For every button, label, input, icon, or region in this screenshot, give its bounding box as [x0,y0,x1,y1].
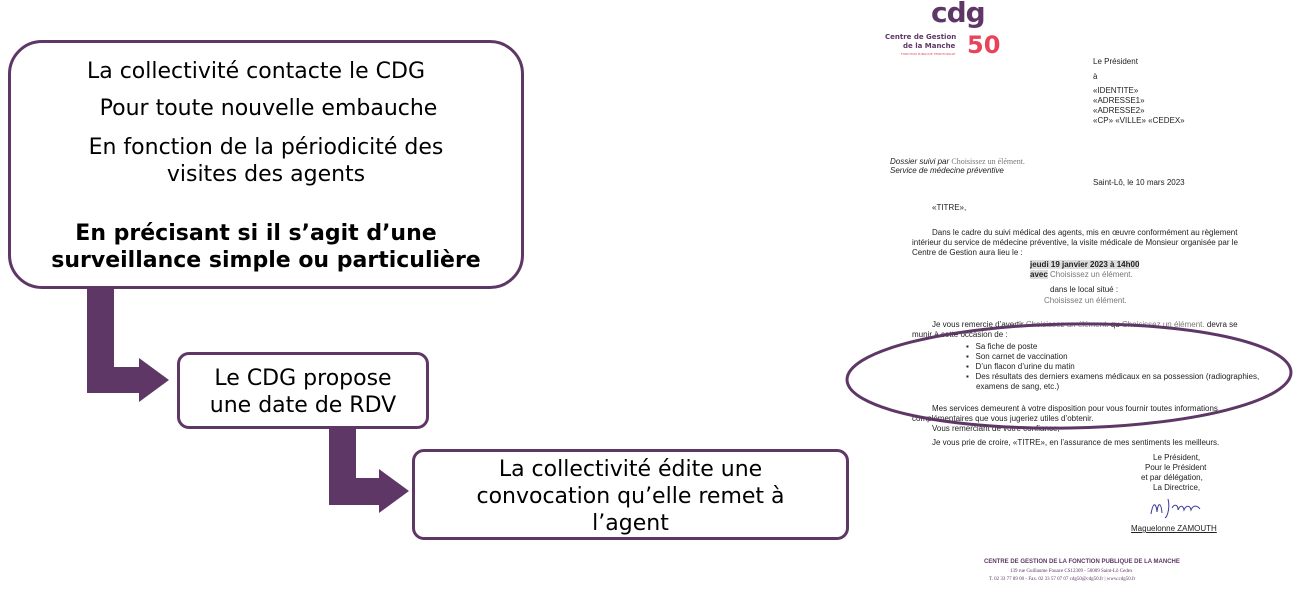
list-item: ▪ D’un flacon d’urine du matin [966,362,1075,371]
step-text: La collectivité édite une [498,457,763,482]
list-item: ▪ Son carnet de vaccination [966,352,1068,361]
paragraph-line: Mes services demeurent à votre dispositi… [932,404,1218,413]
recipient-line: «ADRESSE1» [1093,96,1145,105]
with-line: avec Choisissez un élément. [1030,270,1133,279]
step-contact-cdg: La collectivité contacte le CDG Pour tou… [8,40,524,289]
recipient-line: «IDENTITE» [1093,86,1139,95]
step-text: une date de RDV [209,393,397,418]
step-text: visites des agents [166,162,366,187]
paragraph-line: complémentaires que vous jugeriez utiles… [912,414,1094,423]
place-date: Saint-Lô, le 10 mars 2023 [1093,178,1185,187]
step-text: l’agent [592,511,669,536]
step-text: Pour toute nouvelle embauche [99,96,438,121]
step-text: La collectivité contacte le CDG [86,59,425,84]
to: à [1093,72,1098,81]
location-label: dans le local situé : [1050,285,1119,294]
cdg50-logo: cdg 50 Centre de Gestion de la Manche FO… [885,0,1001,60]
appointment-date: jeudi 19 janvier 2023 à 14h00 [1030,260,1140,269]
step-collectivity-issues-notice: La collectivité édite une convocation qu… [412,449,849,540]
paragraph-line: Dans le cadre du suivi médical des agent… [932,228,1238,237]
step-text: Le CDG propose [214,366,392,391]
location-value: Choisissez un élément. [1044,296,1127,305]
step-bold-text: surveillance simple ou particulière [51,248,481,273]
sender: Le Président [1093,57,1138,66]
logo-text: de la Manche [903,42,956,50]
salutation: «TITRE», [932,203,967,212]
signature-block-line: et par délégation, [1141,473,1203,482]
list-item-continuation: examens de sang, etc.) [976,382,1060,391]
logo-text: Centre de Gestion [885,33,957,41]
list-item: ▪ Sa fiche de poste [966,342,1038,351]
dossier-line: Dossier suivi par Choisissez un élément. [890,157,1025,166]
footer-title: CENTRE DE GESTION DE LA FONCTION PUBLIQU… [984,559,1180,565]
closing: Je vous prie de croire, «TITRE», en l’as… [932,438,1220,447]
footer-contact: T. 02 33 77 89 00 - Fax. 02 33 57 07 07 … [989,577,1136,582]
paragraph-line: Vous remerciant de votre confiance, [932,424,1060,433]
footer-address: 139 rue Guillaume Fouace CS12309 - 50009… [1010,569,1133,574]
signature-block-line: Le Président, [1153,453,1201,462]
recipient-line: «CP» «VILLE» «CEDEX» [1093,116,1185,125]
step-cdg-proposes-date: Le CDG propose une date de RDV [177,352,429,429]
list-item: ▪ Des résultats des derniers examens méd… [966,372,1260,381]
logo-mark-50: 50 [967,31,1001,59]
paragraph-line: Je vous remercie d’avertir Choisissez un… [932,320,1238,329]
paragraph-line: Centre de Gestion aura lieu le : [912,248,1023,257]
service-line: Service de médecine préventive [890,166,1004,175]
handwritten-signature [1150,498,1201,519]
recipient-line: «ADRESSE2» [1093,106,1145,115]
signer-name: Maguelonne ZAMOUTH [1131,524,1217,533]
logo-text: FONCTION PUBLIQUE TERRITORIALE [901,52,956,56]
step-text: En fonction de la périodicité des [88,135,444,160]
signature-block-line: La Directrice, [1153,483,1201,492]
paragraph-line: intérieur du service de médecine prévent… [912,238,1238,247]
logo-mark-cdg: cdg [931,0,986,29]
paragraph-line: munir à cette occasion de : [912,330,1008,339]
signature-block-line: Pour le Président [1145,463,1207,472]
step-bold-text: En précisant si il s’agit d’une [75,221,437,246]
step-text: convocation qu’elle remet à [476,484,785,509]
